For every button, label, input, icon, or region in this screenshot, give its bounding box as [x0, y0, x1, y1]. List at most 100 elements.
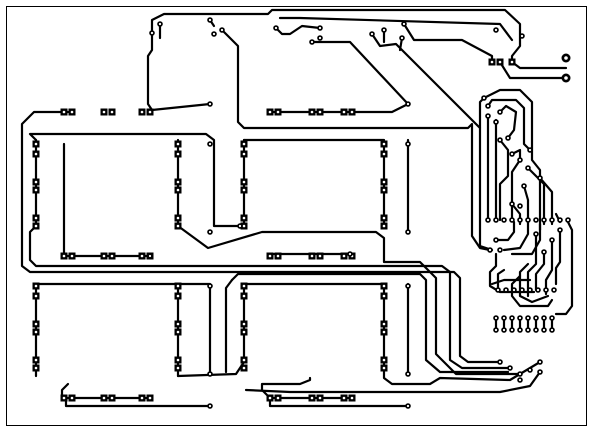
- pad-hole: [150, 31, 154, 35]
- pad-hole: [268, 254, 272, 258]
- trace: [310, 40, 410, 106]
- pad-hole: [542, 250, 546, 254]
- pad-hole: [382, 366, 386, 370]
- pad-hole: [176, 294, 180, 298]
- pad-hole: [494, 28, 498, 32]
- pad-hole: [350, 396, 354, 400]
- pad-hole: [242, 322, 246, 326]
- pad-hole: [242, 366, 246, 370]
- pad-hole: [276, 396, 280, 400]
- pad-hole: [176, 330, 180, 334]
- pad-hole: [318, 36, 322, 40]
- pad-hole: [564, 76, 568, 80]
- pad-hole: [310, 40, 314, 44]
- pad-hole: [552, 288, 556, 292]
- pad-hole: [34, 224, 38, 228]
- trace: [64, 396, 212, 408]
- pad-hole: [494, 328, 498, 332]
- trace: [498, 60, 568, 80]
- pad-hole: [534, 328, 538, 332]
- pad-hole: [400, 36, 404, 40]
- pad-hole: [502, 316, 506, 320]
- trace: [268, 396, 410, 408]
- pad-hole: [242, 330, 246, 334]
- pad-hole: [208, 284, 212, 288]
- pad-hole: [538, 370, 542, 374]
- pad-hole: [518, 204, 522, 208]
- trace: [510, 274, 554, 308]
- pad-hole: [382, 284, 386, 288]
- trace: [370, 32, 494, 252]
- pad-hole: [34, 294, 38, 298]
- trace: [522, 184, 530, 226]
- pad-hole: [508, 366, 512, 370]
- pad-hole: [34, 188, 38, 192]
- pad-hole: [34, 366, 38, 370]
- pad-hole: [498, 60, 502, 64]
- pad-hole: [382, 294, 386, 298]
- pad-hole: [242, 216, 246, 220]
- pad-hole: [510, 218, 514, 222]
- trace: [482, 88, 542, 232]
- pad-hole: [62, 254, 66, 258]
- pad-hole: [406, 102, 410, 106]
- pad-hole: [208, 230, 212, 234]
- pad-hole: [510, 152, 514, 156]
- pad-hole: [382, 322, 386, 326]
- pad-hole: [176, 284, 180, 288]
- pad-hole: [370, 32, 374, 36]
- pad-hole: [566, 218, 570, 222]
- pad-hole: [102, 110, 106, 114]
- pad-hole: [176, 216, 180, 220]
- pad-hole: [486, 218, 490, 222]
- pad-hole: [518, 316, 522, 320]
- pad-hole: [558, 228, 562, 232]
- pad-hole: [318, 26, 322, 30]
- pad-hole: [34, 322, 38, 326]
- pad-hole: [526, 328, 530, 332]
- trace: [62, 142, 152, 258]
- trace: [494, 220, 516, 242]
- pad-hole: [542, 316, 546, 320]
- pad-hole: [110, 254, 114, 258]
- pad-hole: [498, 360, 502, 364]
- pad-hole: [208, 142, 212, 146]
- pad-hole: [534, 218, 538, 222]
- pad-hole: [148, 110, 152, 114]
- pad-hole: [520, 288, 524, 292]
- pad-hole: [148, 254, 152, 258]
- pad-hole: [488, 248, 492, 252]
- pad-hole: [382, 152, 386, 156]
- pad-hole: [510, 328, 514, 332]
- trace: [224, 278, 234, 374]
- pad-hole: [242, 224, 246, 228]
- pad-hole: [342, 110, 346, 114]
- trace: [486, 98, 532, 152]
- pad-hole: [486, 104, 490, 108]
- pad-hole: [534, 232, 538, 236]
- copper-traces: [20, 8, 574, 408]
- pad-hole: [176, 322, 180, 326]
- pad-hole: [342, 254, 346, 258]
- trace: [242, 138, 386, 228]
- pad-hole: [494, 120, 498, 124]
- component-pads: [32, 17, 571, 409]
- trace: [526, 232, 538, 298]
- trace: [498, 138, 510, 222]
- pad-hole: [110, 110, 114, 114]
- pad-hole: [342, 396, 346, 400]
- pad-hole: [550, 328, 554, 332]
- pad-hole: [242, 142, 246, 146]
- pad-hole: [34, 216, 38, 220]
- pad-hole: [268, 396, 272, 400]
- trace: [402, 22, 494, 64]
- pad-hole: [208, 102, 212, 106]
- pad-hole: [550, 218, 554, 222]
- pad-hole: [176, 224, 180, 228]
- pad-hole: [242, 294, 246, 298]
- pad-hole: [382, 142, 386, 146]
- pad-hole: [208, 404, 212, 408]
- trace: [538, 176, 554, 226]
- pad-hole: [526, 166, 530, 170]
